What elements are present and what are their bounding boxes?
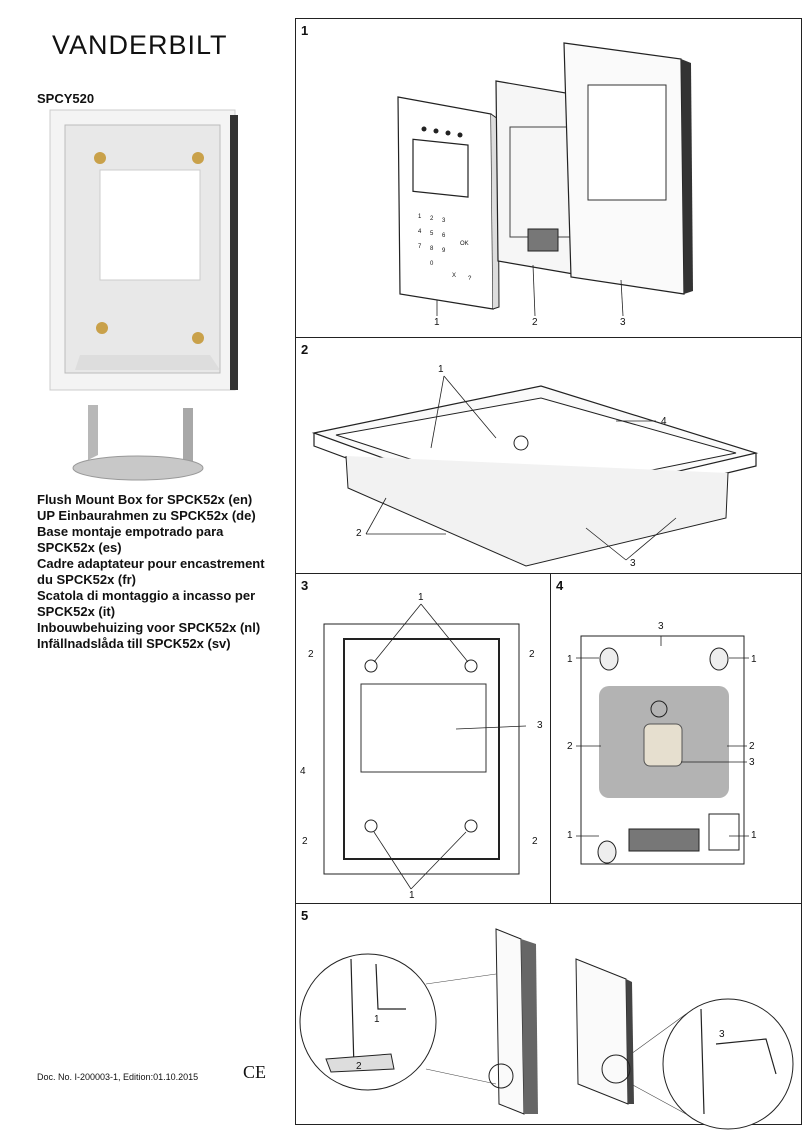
label-1: 1	[418, 592, 424, 603]
panel-4: 4 3 1 1 2 2 3 1 1	[551, 574, 801, 904]
label-2: 2	[532, 317, 538, 328]
back-plate-diagram	[576, 635, 749, 865]
panel-3: 3 1 2 2 3 4 2 2 1	[296, 574, 551, 904]
label-2: 2	[302, 836, 308, 847]
panel-number: 1	[301, 23, 309, 38]
title-en: Flush Mount Box for SPCK52x (en)	[37, 492, 253, 507]
panel-2: 2 1 4 2 3	[296, 338, 801, 574]
label-3: 3	[719, 1029, 725, 1040]
label-3: 3	[537, 720, 543, 731]
ce-mark: CE	[243, 1062, 267, 1082]
label-2: 2	[529, 649, 535, 660]
document-number: Doc. No. I-200003-1, Edition:01.10.2015	[37, 1072, 199, 1082]
title-de: UP Einbaurahmen zu SPCK52x (de)	[37, 508, 256, 523]
label-1: 1	[374, 1014, 380, 1025]
panel-number: 5	[301, 908, 309, 923]
bracket-installation-diagram	[299, 928, 794, 1130]
vanderbilt-logo: VANDERBILT	[52, 30, 228, 60]
box-front-diagram	[323, 603, 527, 890]
label-2: 2	[567, 741, 573, 752]
label-2: 2	[356, 1061, 362, 1072]
label-1: 1	[567, 830, 573, 841]
label-2: 2	[532, 836, 538, 847]
label-4: 4	[300, 766, 306, 777]
panel-number: 2	[301, 342, 309, 357]
label-1: 1	[751, 654, 757, 665]
label-2: 2	[356, 528, 362, 539]
label-1: 1	[751, 830, 757, 841]
label-2: 2	[749, 741, 755, 752]
label-3: 3	[749, 757, 755, 768]
panel-number: 4	[556, 578, 564, 593]
mount-box-photo	[49, 109, 238, 391]
title-nl: Inbouwbehuizing voor SPCK52x (nl)	[37, 620, 261, 635]
panel-number: 3	[301, 578, 309, 593]
label-1: 1	[438, 364, 444, 375]
label-3: 3	[620, 317, 626, 328]
label-3: 3	[658, 621, 664, 632]
product-titles: Flush Mount Box for SPCK52x (en) UP Einb…	[37, 492, 267, 652]
figure-grid: 1 1 2 3 1 2 3 4 5	[295, 18, 802, 1130]
label-4: 4	[661, 416, 667, 427]
label-2: 2	[308, 649, 314, 660]
label-3: 3	[630, 558, 636, 569]
title-fr: Cadre adaptateur pour encastrement du SP…	[37, 556, 265, 587]
title-es: Base montaje empotrado para SPCK52x (es)	[37, 524, 224, 555]
label-1: 1	[567, 654, 573, 665]
title-sv: Infällnadslåda till SPCK52x (sv)	[37, 636, 231, 651]
label-1: 1	[434, 317, 440, 328]
bracket-photo	[72, 405, 204, 481]
title-it: Scatola di montaggio a incasso per SPCK5…	[37, 588, 256, 619]
box-perspective-diagram	[311, 375, 759, 567]
panel-1: 1 1 2 3 1 2 3 4 5	[296, 19, 801, 338]
label-1: 1	[409, 890, 415, 901]
product-model: SPCY520	[37, 91, 95, 106]
panel-5: 5 1 2 3	[296, 904, 801, 1130]
exploded-view-diagram	[397, 42, 693, 317]
